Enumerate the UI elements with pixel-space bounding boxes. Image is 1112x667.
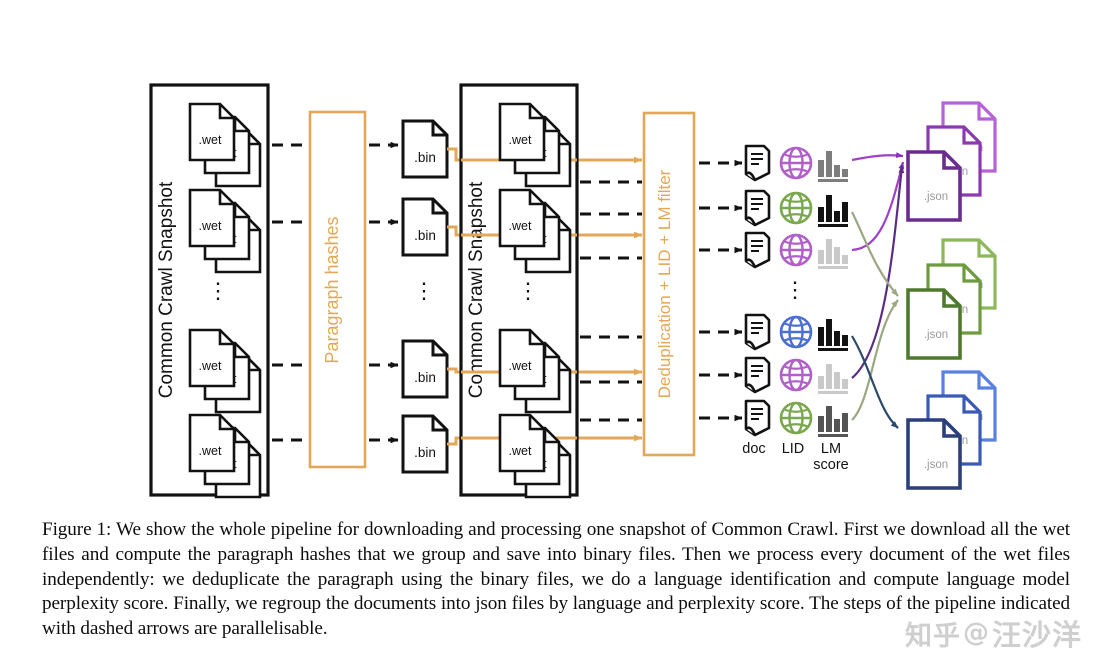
json-stack-green: .json .json .json [906,238,997,360]
vertical-ellipsis: ⋮ [207,278,229,303]
dashed-arrows-snapshot1-to-hashes [272,143,308,442]
dashed-arrows-snapshot2-to-dedup [580,180,642,422]
snapshot-1-label: Common Crawl Snapshot [156,181,177,398]
globe-icon [779,146,813,180]
vertical-ellipsis: ⋮ [413,278,435,303]
snapshot-2-label: Common Crawl Snapshot [466,181,487,398]
wet-file-stack: .wet .wet .wet [188,413,262,499]
json-stack-blue: .json .json .json [906,370,997,490]
json-stack-purple: .json .json .json [906,101,997,222]
lm-score-bars-icon [818,195,848,227]
wet-file-stack: .wet .wet .wet [498,188,572,274]
wet-file-stack: .wet .wet .wet [498,102,572,188]
doc-icon [744,313,771,351]
globe-icon [779,315,813,349]
doc-row [744,189,848,227]
paragraph-hashes-box: Paragraph hashes [308,110,367,469]
doc-row [744,356,848,394]
bin-file-label: .bin [414,228,436,243]
bin-file-label: .bin [414,150,436,165]
lm-score-column-label-line1: LM [821,441,841,457]
globe-icon [779,401,813,435]
wet-file-stack: .wet .wet .wet [498,328,572,414]
wet-file-stack: .wet .wet .wet [498,413,572,499]
figure-caption: Figure 1: We show the whole pipeline for… [42,519,1070,640]
doc-icon [744,356,771,394]
lm-score-bars-icon [818,364,848,394]
globe-icon [779,358,813,392]
doc-icon [744,231,771,269]
json-file-label: .json [924,329,948,341]
json-file: .json [906,150,962,222]
bin-file: .bin [401,339,449,399]
globe-icon [779,191,813,225]
vertical-ellipsis: ⋮ [784,277,806,302]
globe-icon [779,233,813,267]
json-file-label: .json [924,191,948,203]
doc-icon [744,399,771,437]
wet-file-stack: .wet .wet .wet [188,188,262,274]
routing-curves [851,152,905,429]
doc-row [744,399,848,437]
pipeline-diagram: Common Crawl Snapshot .wet .wet .wet .we… [149,83,997,499]
dashed-arrows-hashes-to-bin [369,141,399,444]
dashed-arrows-dedup-to-docs [699,159,743,422]
wet-file-label: .wet [509,444,532,458]
wet-stack-group-left: .wet .wet .wet .wet .wet .wet ⋮ .wet .we… [188,102,262,499]
vertical-ellipsis: ⋮ [517,278,539,303]
paragraph-hashes-label: Paragraph hashes [322,216,342,363]
lm-score-bars-icon [818,406,848,437]
bin-file-label: .bin [414,370,436,385]
bin-file: .bin [401,197,449,257]
wet-stack-group-right: .wet .wet .wet .wet .wet .wet ⋮ .wet .we… [498,102,572,499]
bin-file: .bin [401,414,449,474]
doc-row [744,231,848,269]
wet-file-label: .wet [199,444,222,458]
lid-column-label: LID [782,441,805,457]
wet-file-label: .wet [199,219,222,233]
wet-file-label: .wet [199,359,222,373]
lm-score-column-label-line2: score [813,457,848,473]
lm-score-bars-icon [818,319,848,351]
bin-file: .bin [401,119,449,179]
bin-file-group: .bin .bin ⋮ .bin .bin [401,119,449,474]
doc-icon [744,144,771,182]
json-file: .json [906,418,962,490]
json-file: .json [906,288,962,360]
doc-row [744,313,848,351]
dedup-filter-box: Deduplication + LID + LM filter [642,111,696,457]
dedup-filter-label: Deduplication + LID + LM filter [655,169,674,398]
lm-score-bars-icon [818,239,848,269]
wet-file-label: .wet [509,359,532,373]
json-file-label: .json [924,459,948,471]
column-labels: doc LID LM score [742,441,848,473]
wet-file-label: .wet [509,133,532,147]
wet-file-label: .wet [509,219,532,233]
doc-row [744,144,848,182]
doc-column-label: doc [742,441,765,457]
bin-file-label: .bin [414,445,436,460]
wet-file-stack: .wet .wet .wet [188,328,262,414]
wet-file-stack: .wet .wet .wet [188,102,262,188]
wet-file-label: .wet [199,133,222,147]
doc-icon [744,189,771,227]
lm-score-bars-icon [818,151,848,182]
